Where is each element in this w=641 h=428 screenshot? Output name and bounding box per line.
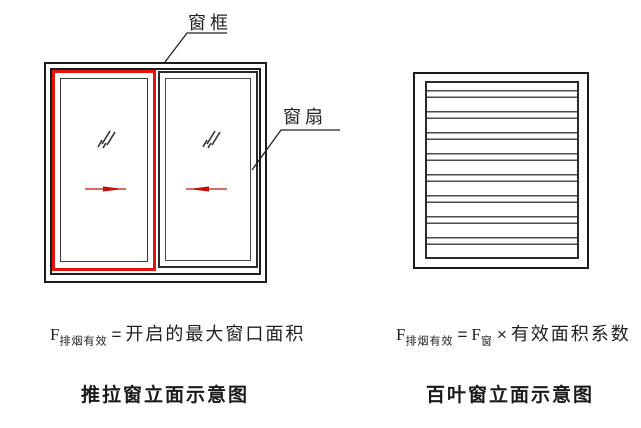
multiply-sign: × <box>496 325 507 344</box>
window-outer-frame <box>44 62 267 283</box>
open-sash-glass-pane <box>60 78 148 262</box>
slide-right-arrow-icon <box>85 186 126 192</box>
f-subscript: 排烟有效 <box>405 335 454 348</box>
formula-rhs: 有效面积系数 <box>510 324 631 344</box>
glass-hatch-icon <box>97 130 116 149</box>
f-symbol: F <box>50 325 60 344</box>
equals-sign: = <box>111 325 122 344</box>
louver-window-caption: 百叶窗立面示意图 <box>425 385 594 406</box>
sliding-window-caption: 推拉窗立面示意图 <box>80 385 249 406</box>
louver-outer-frame <box>413 72 589 269</box>
louver-window-formula: F排烟有效=F窗×有效面积系数 <box>396 320 631 348</box>
window-inner-frame <box>50 68 261 275</box>
equals-sign: = <box>457 325 468 344</box>
f2-symbol: F <box>471 325 481 344</box>
formula-rhs: 开启的最大窗口面积 <box>125 324 306 344</box>
slide-left-arrow-icon <box>186 186 227 192</box>
frame-label: 窗框 <box>188 13 232 33</box>
open-sash-highlight <box>52 70 156 271</box>
frame-leader-line <box>164 32 227 63</box>
sliding-window-formula: F排烟有效=开启的最大窗口面积 <box>50 320 305 348</box>
f-subscript: 排烟有效 <box>59 335 108 348</box>
louver-inner-frame <box>425 81 579 259</box>
sash-label: 窗扇 <box>283 107 327 127</box>
fixed-sash-glass-pane <box>165 78 251 261</box>
f-symbol: F <box>396 325 406 344</box>
glass-hatch-icon <box>202 130 221 149</box>
louver-slats <box>427 90 577 250</box>
f2-subscript: 窗 <box>480 335 493 348</box>
